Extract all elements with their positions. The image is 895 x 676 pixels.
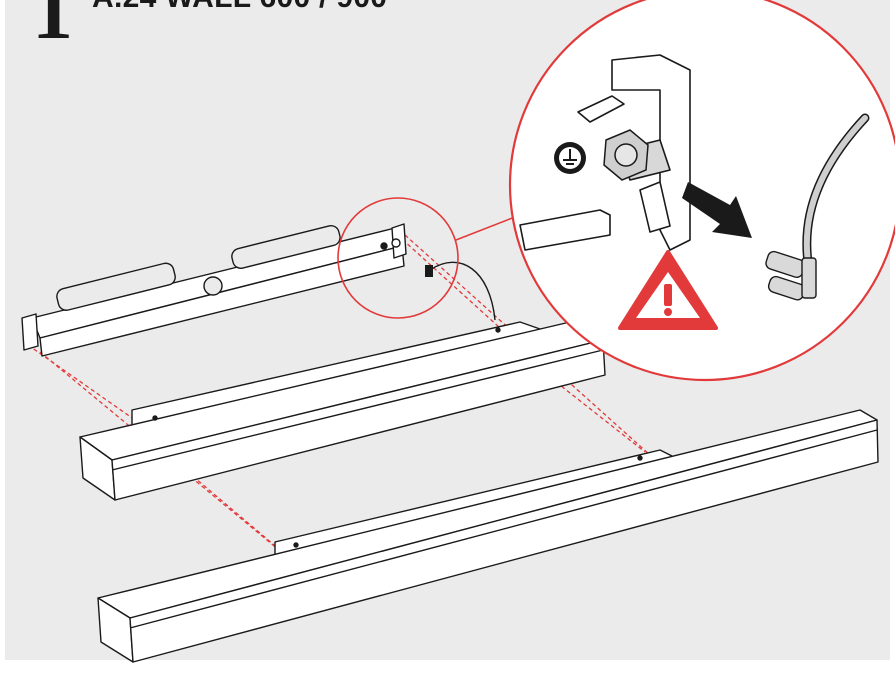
- detail-zoom: [508, 0, 895, 382]
- detail-callout-line: [455, 214, 521, 241]
- ground-wire: [429, 261, 496, 321]
- warning-triangle-icon: [618, 250, 718, 330]
- ground-screw: [603, 129, 649, 181]
- page-title: A.24 WALL 600 / 900: [92, 0, 387, 14]
- detail-marker-circle: [337, 197, 459, 319]
- arrow-icon: [682, 182, 752, 238]
- light-bar-lower: [97, 409, 879, 663]
- spade-connector: [765, 250, 817, 301]
- ground-symbol-icon: [554, 142, 586, 174]
- step-number: 1: [32, 0, 73, 56]
- wall-bracket: [21, 223, 407, 357]
- light-bar-upper: [79, 321, 606, 501]
- wire-connector: [425, 265, 433, 277]
